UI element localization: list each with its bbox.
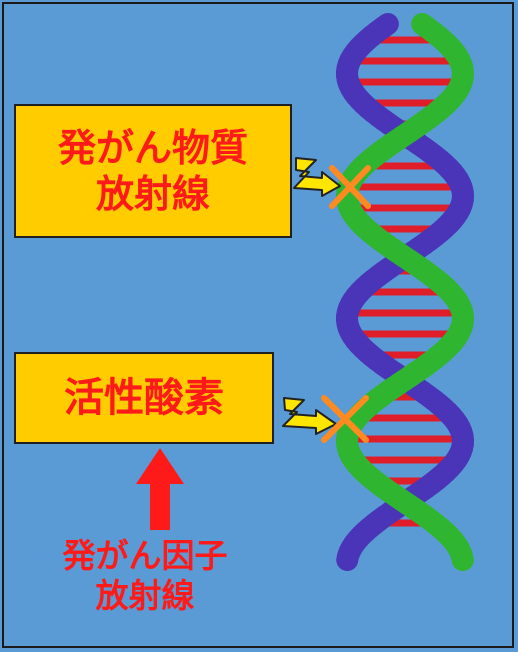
box-top-line2: 放射線 [95,172,210,216]
lightning-arrow-icon [282,397,337,435]
box-mid-line1: 活性酸素 [64,374,224,421]
lightning-arrow-icon [293,157,341,197]
cause-line1: 発がん因子 [62,536,228,575]
damage-site-upper [293,157,371,209]
carcinogen-radiation-box: 発がん物質 放射線 [14,104,292,238]
box-top-line1: 発がん物質 [57,125,248,170]
helix-strands [336,13,474,571]
up-arrow-icon [136,448,184,530]
damage-site-lower [282,395,369,443]
damage-cross-icon [329,165,371,209]
cause-label: 発がん因子 放射線 [30,536,260,617]
reactive-oxygen-box: 活性酸素 [14,352,274,444]
damage-cross-icon [321,395,369,443]
helix-strand-purple [336,545,360,571]
helix-strand-green [450,545,474,571]
cause-line2: 放射線 [95,576,195,616]
